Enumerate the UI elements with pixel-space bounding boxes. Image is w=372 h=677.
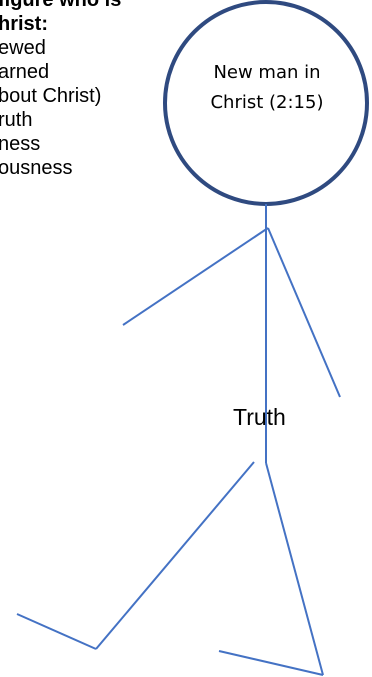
head-label-line-1: New man in — [163, 58, 371, 88]
figure-left-thigh — [96, 462, 254, 649]
head-label-line-2: Christ (2:15) — [163, 88, 371, 118]
figure-left-arm — [123, 228, 268, 325]
head-label: New man in Christ (2:15) — [163, 58, 371, 118]
figure-right-leg — [266, 463, 323, 675]
torso-label: Truth — [233, 403, 286, 431]
figure-left-foot — [17, 614, 96, 649]
figure-right-foot — [219, 651, 323, 675]
figure-right-arm — [268, 228, 340, 397]
